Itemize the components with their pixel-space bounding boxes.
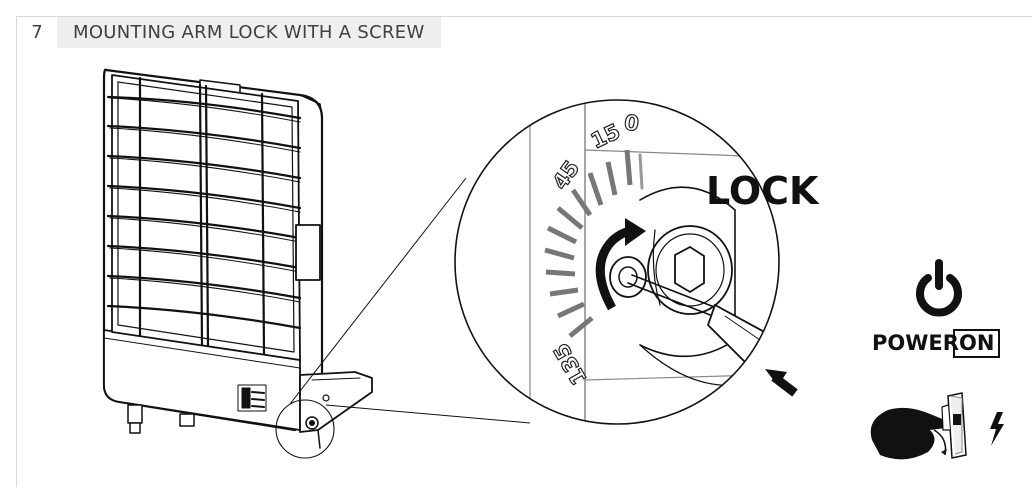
magnified-detail [529,100,779,424]
power-label: POWER [872,331,959,355]
push-arrow-icon [765,369,798,397]
hand-icon [870,407,947,460]
lightning-icon [990,412,1004,446]
floodlight-fixture [102,68,373,449]
frame-left-border [16,16,17,487]
lock-label: LOCK [706,169,819,213]
step-number: 7 [17,17,57,48]
breaker-switch-icon [941,392,967,459]
frame-top-border [16,16,1032,17]
step-header: 7 MOUNTING ARM LOCK WITH A SCREW [17,17,441,48]
hex-bolt-icon [674,245,705,294]
focus-circle [275,399,335,459]
angle-mark-45: 45 [548,156,584,194]
callout-line-bottom [325,404,531,424]
angle-mark-15: 15 [587,119,624,153]
power-icon [916,259,962,317]
detail-circle [454,99,780,425]
power-on-badge: ON [953,329,1001,358]
angle-mark-0: 0 [623,110,641,136]
step-title: MOUNTING ARM LOCK WITH A SCREW [57,17,441,48]
rotate-arrow-icon [595,218,646,311]
callout-line-top [289,177,467,405]
